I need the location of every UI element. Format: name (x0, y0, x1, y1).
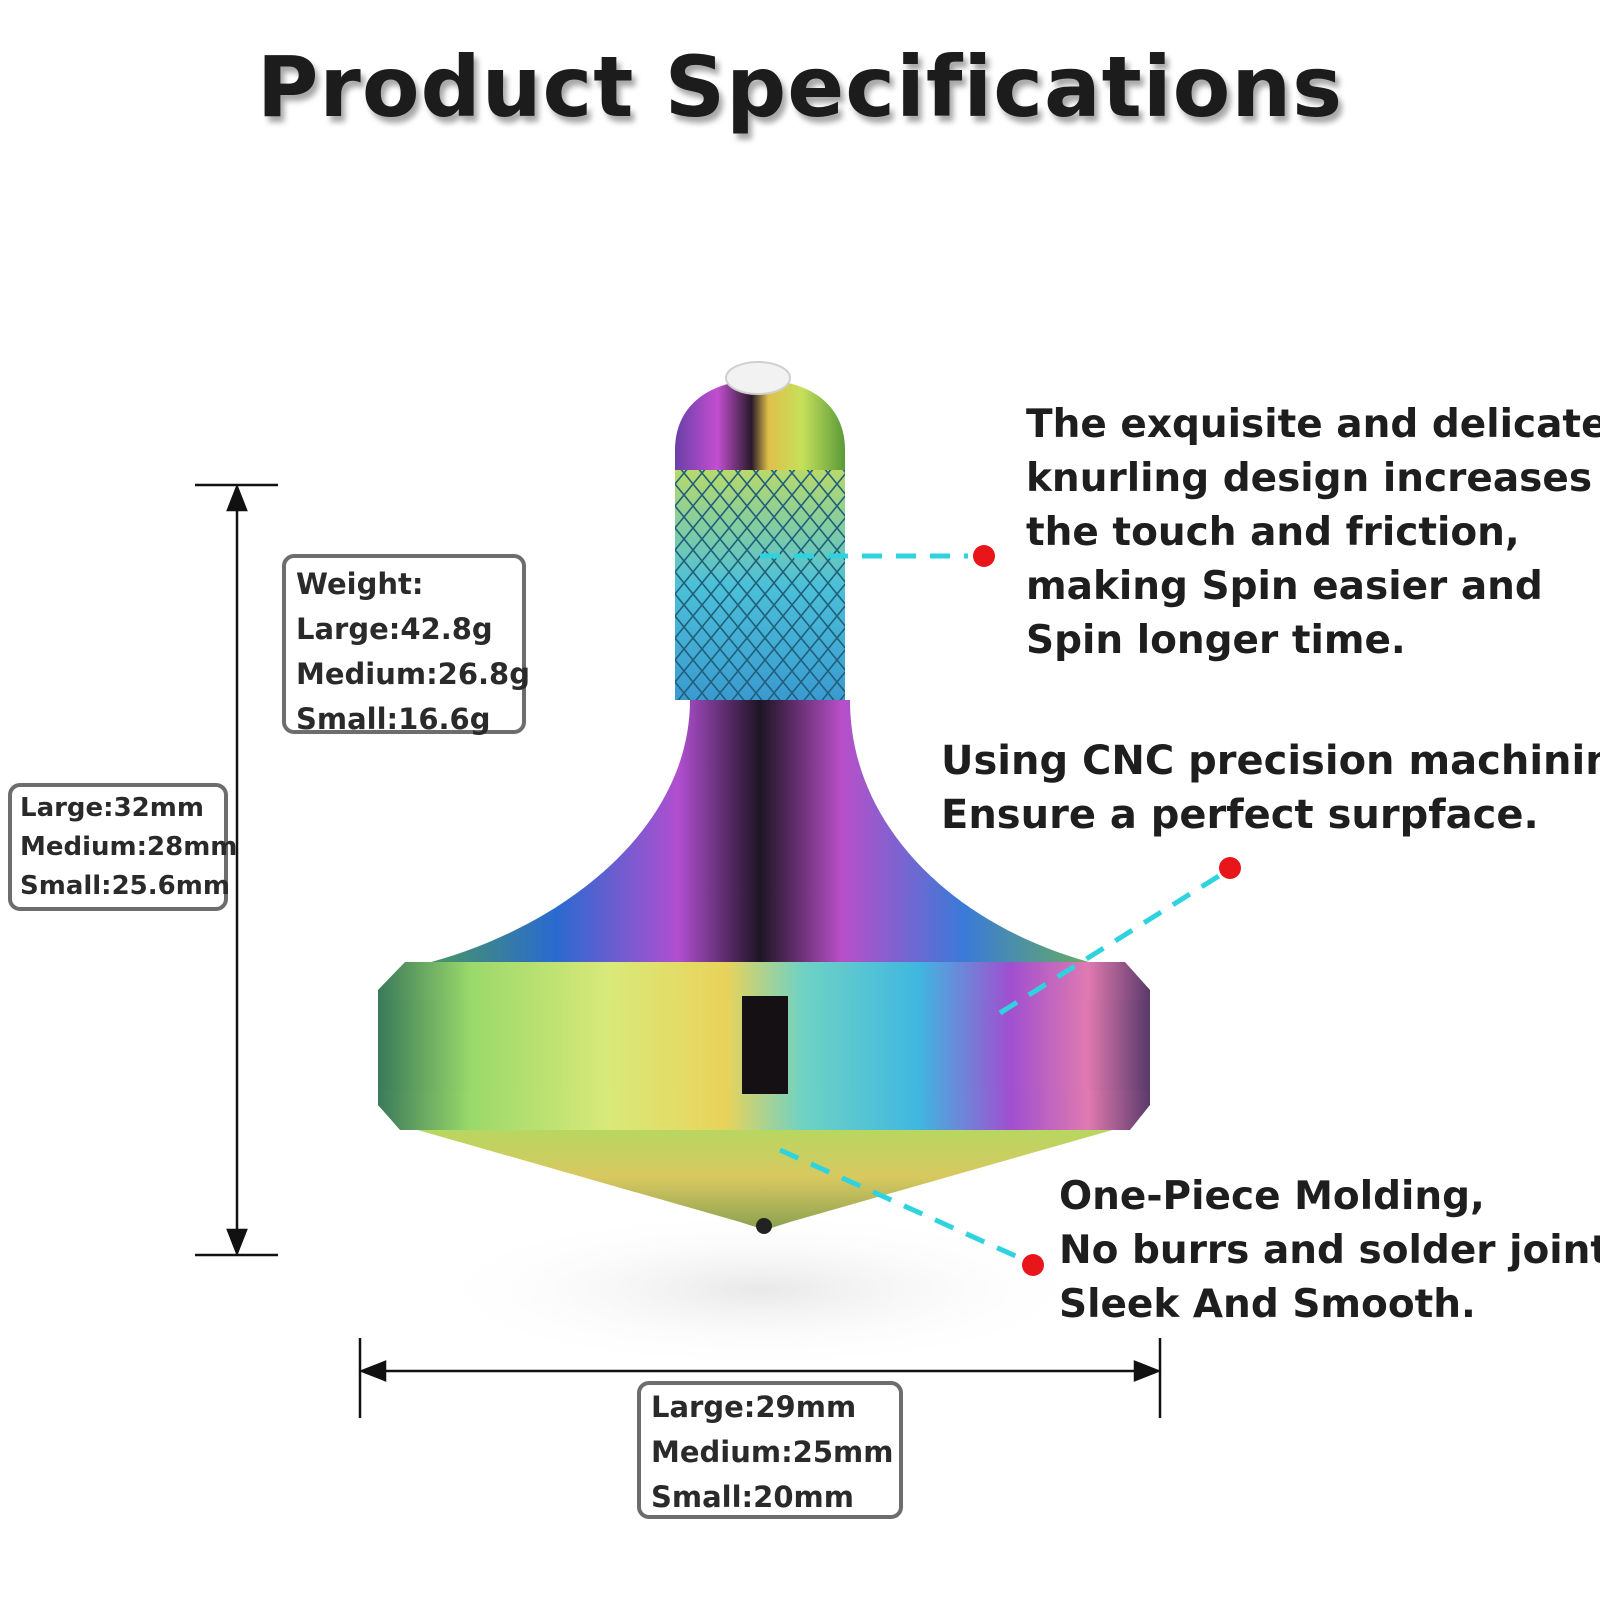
weight-large: Large:42.8g (296, 612, 493, 646)
top-bead (725, 361, 791, 395)
callout-knurling-line: the touch and friction, (1026, 510, 1520, 555)
callout-cnc-line: Ensure a perfect surpface. (941, 792, 1539, 838)
weight-small: Small:16.6g (296, 702, 491, 736)
page-title: Product Specifications (256, 38, 1344, 136)
width-medium: Medium:25mm (651, 1435, 894, 1469)
callout-cnc: Using CNC precision machining, Ensure a … (941, 734, 1600, 842)
top-bottom-cone (400, 1125, 1130, 1230)
height-small: Small:25.6mm (20, 871, 230, 901)
marker-dot-knurl (973, 545, 995, 567)
height-medium: Medium:28mm (20, 832, 238, 862)
top-flared-body (420, 700, 1100, 965)
leader-line-cnc (998, 871, 1224, 1016)
width-small: Small:20mm (651, 1480, 854, 1514)
leader-line-molding (778, 1147, 1022, 1261)
callout-knurling-line: Spin longer time. (1026, 618, 1406, 663)
weight-medium: Medium:26.8g (296, 657, 530, 691)
callout-knurling: The exquisite and delicate knurling desi… (1026, 398, 1600, 668)
callout-cnc-line: Using CNC precision machining, (941, 738, 1600, 784)
callout-molding: One-Piece Molding, No burrs and solder j… (1059, 1170, 1600, 1332)
floor-shadow (420, 1210, 1100, 1370)
callout-knurling-line: making Spin easier and (1026, 564, 1543, 609)
width-dimension (358, 1338, 1162, 1418)
weight-box: Weight: Large:42.8g Medium:26.8g Small:1… (282, 554, 530, 736)
height-dimension (195, 483, 278, 1257)
height-large: Large:32mm (20, 793, 204, 823)
callout-molding-line: No burrs and solder joints, (1059, 1228, 1600, 1273)
marker-dot-cnc (1219, 857, 1241, 879)
height-box: Large:32mm Medium:28mm Small:25.6mm (8, 783, 238, 911)
weight-heading: Weight: (296, 567, 424, 601)
marker-dot-molding (1022, 1254, 1044, 1276)
callout-molding-line: One-Piece Molding, (1059, 1174, 1485, 1219)
callout-knurling-line: knurling design increases (1026, 456, 1593, 501)
width-box: Large:29mm Medium:25mm Small:20mm (637, 1381, 903, 1519)
callout-molding-line: Sleek And Smooth. (1059, 1282, 1476, 1327)
callout-knurling-line: The exquisite and delicate (1026, 402, 1600, 447)
width-large: Large:29mm (651, 1390, 857, 1424)
